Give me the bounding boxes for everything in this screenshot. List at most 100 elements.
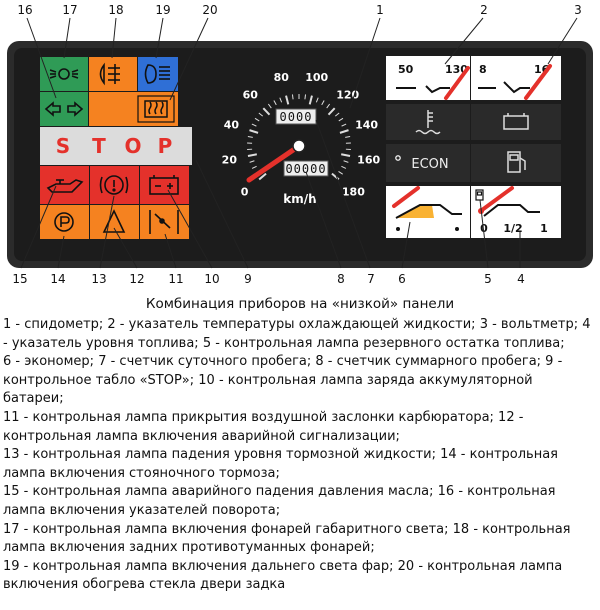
temp-needle xyxy=(444,66,470,100)
speed-major-tick xyxy=(258,172,267,181)
callout-3: 3 xyxy=(574,3,582,17)
legend-line: 19 - контрольная лампа включения дальнег… xyxy=(3,558,563,593)
legend-line: 6 - экономер; 7 - счетчик суточного проб… xyxy=(3,354,563,407)
fuel-gauge xyxy=(471,186,561,238)
speed-major-tick xyxy=(249,129,259,134)
speed-minor-tick xyxy=(273,100,277,106)
econ-degree-dot xyxy=(395,155,401,161)
speed-minor-tick xyxy=(341,123,347,127)
callout-7: 7 xyxy=(367,272,375,286)
trip-odometer xyxy=(275,108,317,125)
legend-line: 17 - контрольная лампа включения фонарей… xyxy=(3,521,571,556)
speed-minor-tick xyxy=(315,97,319,103)
speed-major-tick xyxy=(327,107,336,116)
callout-16: 16 xyxy=(17,3,32,17)
speed-minor-tick xyxy=(338,117,344,122)
callout-13: 13 xyxy=(91,272,106,286)
stop-panel xyxy=(40,127,192,165)
volt-min-label: 8 xyxy=(479,63,487,76)
speed-minor-tick xyxy=(267,103,272,109)
brake-fluid-icon xyxy=(99,175,129,195)
speed-tick-label: 20 xyxy=(222,154,238,167)
speed-minor-tick xyxy=(343,160,349,163)
speed-minor-tick xyxy=(258,112,264,117)
total-odometer xyxy=(283,160,329,177)
callout-15: 15 xyxy=(12,272,27,286)
legend-line: 1 - спидометр; 2 - указатель температуры… xyxy=(3,317,591,351)
rear-fog-light-icon xyxy=(99,62,120,86)
parking-lights-icon xyxy=(49,68,79,80)
callout-4: 4 xyxy=(517,272,525,286)
fuel-gauge-label: 1 xyxy=(540,222,548,235)
speed-minor-tick xyxy=(251,123,257,127)
speed-minor-tick xyxy=(279,97,283,103)
stop-letter: T xyxy=(92,134,108,158)
speed-tick-label: 40 xyxy=(224,118,240,131)
figure-caption: Комбинация приборов на «низкой» панели xyxy=(145,296,455,312)
fuel-gauge-label: 1/2 xyxy=(503,222,522,235)
callout-1: 1 xyxy=(376,3,384,17)
econometer-orange-band xyxy=(396,205,434,218)
fuel-pump-icon xyxy=(507,151,526,173)
stop-letter: O xyxy=(124,134,143,158)
battery-icon-right xyxy=(503,113,529,130)
fuel-needle xyxy=(480,186,514,212)
legend-line: 13 - контрольная лампа падения уровня то… xyxy=(3,447,558,481)
callout-17: 17 xyxy=(62,3,77,17)
fuel-gauge-label: 0 xyxy=(480,222,488,235)
rear-defrost-icon xyxy=(144,100,168,118)
speed-tick-label: 80 xyxy=(274,71,290,84)
speed-minor-tick xyxy=(341,165,347,169)
econ-lamp xyxy=(386,144,470,182)
volt-needle xyxy=(524,64,552,100)
callout-9: 9 xyxy=(244,272,252,286)
fuel-reserve-icon xyxy=(475,189,484,201)
econometer-dot-left xyxy=(396,227,400,231)
fuel-lamp xyxy=(471,144,561,182)
speedometer-needle xyxy=(246,143,302,183)
lamp-high-beam xyxy=(138,57,178,91)
speed-tick-label: 0 xyxy=(241,186,249,199)
speed-minor-tick xyxy=(326,103,331,109)
speed-major-tick xyxy=(285,95,290,105)
callout-8: 8 xyxy=(337,272,345,286)
figure-legend: 1 - спидометр; 2 - указатель температуры… xyxy=(3,316,597,595)
speed-major-tick xyxy=(341,153,351,158)
lamp-parking-lights xyxy=(40,57,88,91)
turn-signal-icon xyxy=(44,101,84,117)
trip-odometer-value: 0000 xyxy=(280,110,313,124)
speed-tick-label: 140 xyxy=(355,118,378,131)
lamp-oil-pressure xyxy=(40,166,89,204)
callout-2: 2 xyxy=(480,3,488,17)
callout-10: 10 xyxy=(204,272,219,286)
speed-major-tick xyxy=(262,107,271,116)
coolant-temp-icon xyxy=(415,110,441,135)
speed-unit: km/h xyxy=(283,192,316,206)
legend-line: 11 - контрольная лампа прикрытия воздушн… xyxy=(3,409,524,444)
callout-12: 12 xyxy=(129,272,144,286)
high-beam-icon xyxy=(144,64,170,84)
battery-lamp-right xyxy=(471,104,561,140)
speed-major-tick xyxy=(308,95,313,105)
total-odometer-value: 00000 xyxy=(285,162,326,176)
temp-scale-marks xyxy=(396,85,450,94)
choke-icon xyxy=(149,210,179,234)
speed-minor-tick xyxy=(291,94,294,100)
speed-minor-tick xyxy=(304,94,307,100)
econometer-scale xyxy=(395,204,462,219)
voltmeter xyxy=(471,56,561,100)
callout-6: 6 xyxy=(398,272,406,286)
econ-label: ECON xyxy=(411,157,448,172)
speed-tick-label: 160 xyxy=(357,154,380,167)
callout-14: 14 xyxy=(50,272,65,286)
temperature-gauge xyxy=(386,56,470,100)
speed-tick-label: 180 xyxy=(342,186,365,199)
speed-minor-tick xyxy=(345,135,351,138)
fuel-gauge-scale xyxy=(483,204,540,217)
speed-minor-tick xyxy=(251,165,257,169)
speed-tick-label: 100 xyxy=(305,71,328,84)
